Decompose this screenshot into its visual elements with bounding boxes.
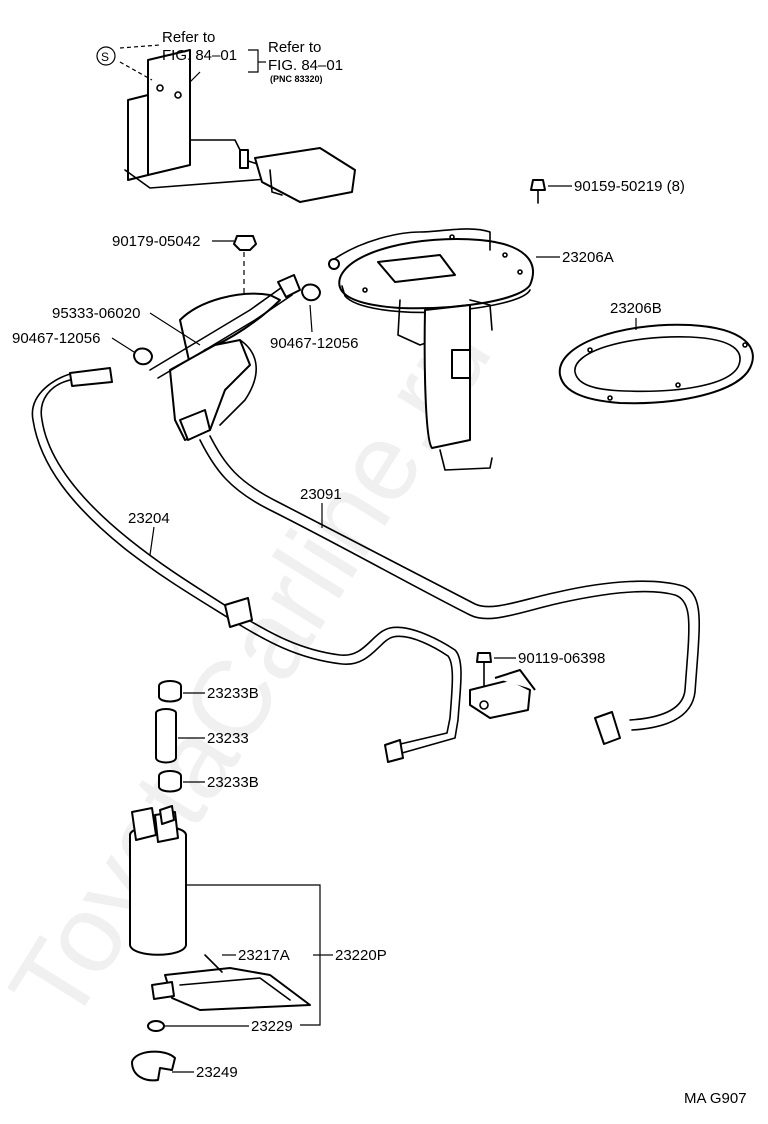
figure-code: MA G907 [684, 1090, 747, 1107]
cushion-bottom-drawing [158, 770, 182, 793]
part-label-return-tube: 23204 [128, 510, 170, 527]
part-label-hose: 95333-06020 [52, 305, 140, 322]
part-label-cushion-top: 23233B [207, 685, 259, 702]
s-symbol-icon [96, 46, 116, 66]
refer-to-label-2: Refer to [268, 39, 321, 56]
s-symbol-label: S [101, 50, 109, 64]
part-label-nut: 90179-05042 [112, 233, 200, 250]
bolt-bottom-drawing [469, 652, 536, 719]
reference-leaders [119, 44, 266, 83]
part-label-main-tube: 23091 [300, 486, 342, 503]
part-label-filter: 23217A [238, 947, 290, 964]
part-label-gasket: 23206B [610, 300, 662, 317]
pump-hose-drawing [155, 708, 177, 764]
clamp-right-drawing [301, 283, 321, 302]
refer-to-label-1: Refer to [162, 29, 215, 46]
clip-drawing [147, 1020, 165, 1032]
pump-bracket-drawing [328, 228, 534, 471]
cushion-top-drawing [158, 680, 182, 703]
fuel-pump-drawing [129, 805, 187, 956]
part-label-retainer: 23249 [196, 1064, 238, 1081]
part-label-bolt-top: 90159-50219 (8) [574, 178, 685, 195]
part-label-pump-bracket: 23206A [562, 249, 614, 266]
fig-ref-label-2: FIG. 84–01 [268, 57, 343, 74]
part-label-bolt-bottom: 90119-06398 [518, 650, 605, 667]
gasket-drawing [558, 323, 754, 405]
hose-bracket-drawing [149, 274, 301, 441]
part-label-pump-assy: 23220P [335, 947, 387, 964]
fig-ref-label-1: FIG. 84–01 [162, 47, 237, 64]
clamp-left-drawing [133, 347, 153, 366]
retainer-drawing [131, 1050, 176, 1082]
bolt-top-drawing [530, 179, 546, 204]
return-tube-drawing [31, 367, 462, 763]
part-label-clip: 23229 [251, 1018, 293, 1035]
part-label-clamp-left: 90467-12056 [12, 330, 100, 347]
filter-drawing [151, 954, 311, 1011]
part-label-cushion-bottom: 23233B [207, 774, 259, 791]
main-tube-drawing [199, 435, 701, 745]
reference-assembly-drawing [124, 49, 356, 203]
pnc-label: (PNC 83320) [270, 74, 323, 84]
part-label-clamp-right: 90467-12056 [270, 335, 358, 352]
part-label-pump-hose: 23233 [207, 730, 249, 747]
